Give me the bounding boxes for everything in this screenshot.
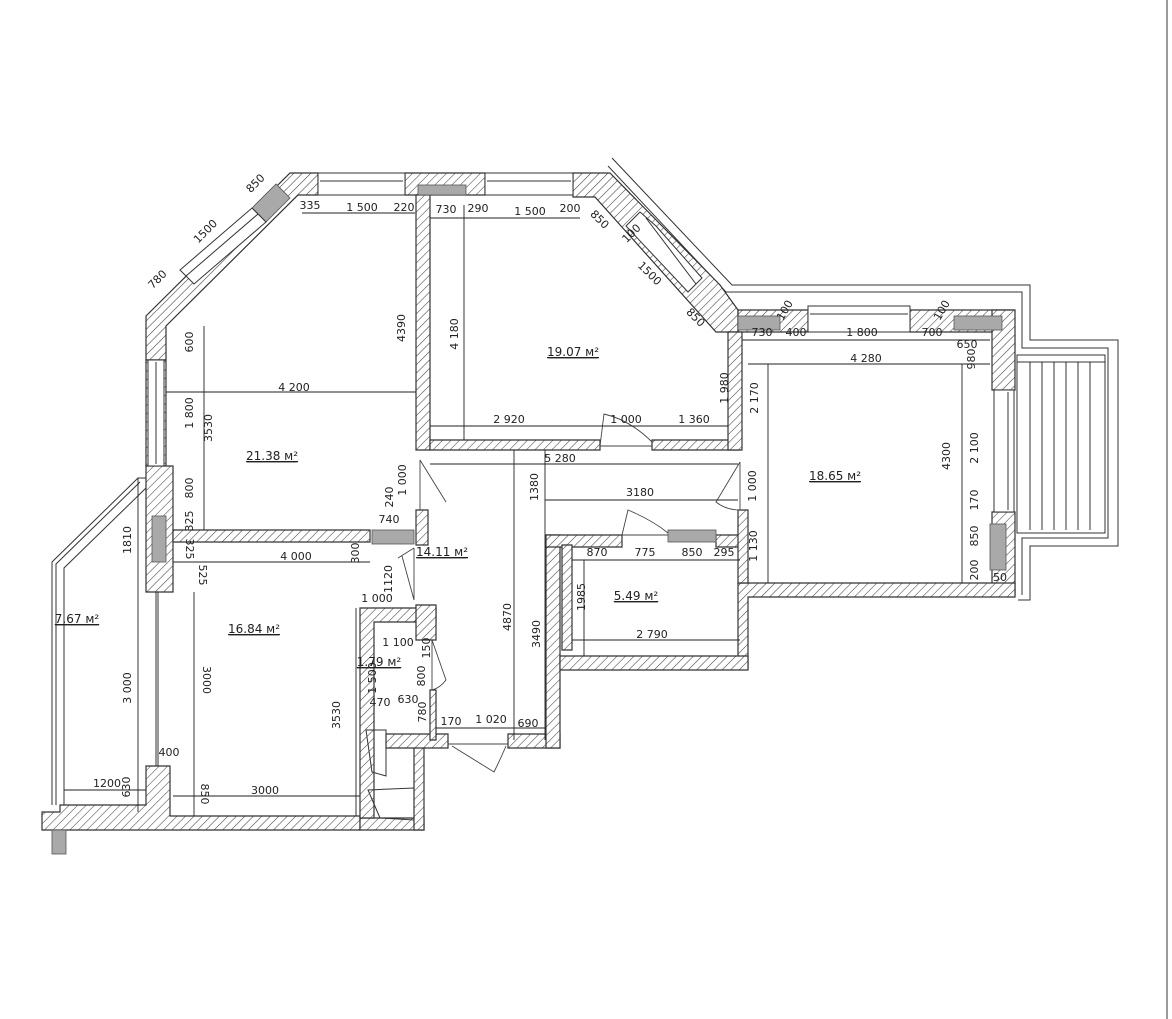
dimension-label: 850 (198, 784, 211, 805)
interior-walls (172, 194, 749, 741)
dimension-label: 1120 (382, 565, 395, 593)
room-area-label: 1.79 м² (357, 655, 402, 669)
dimension-label: 400 (159, 746, 180, 759)
dimension-label: 525 (196, 565, 209, 586)
dimension-label: 295 (714, 546, 735, 559)
room-area-label: 21.38 м² (246, 449, 298, 463)
dimension-label: 400 (786, 326, 807, 339)
dimension-label: 700 (922, 326, 943, 339)
dimension-label: 1 000 (396, 464, 409, 496)
dimension-label: 4 000 (280, 550, 312, 563)
dimension-label: 1985 (575, 583, 588, 611)
dimension-label: 600 (183, 332, 196, 353)
dimension-label: 740 (379, 513, 400, 526)
page-edge-line (1166, 0, 1168, 1019)
dimension-label: 730 (436, 203, 457, 216)
dimension-label: 1 020 (475, 713, 507, 726)
dimension-lines (64, 205, 990, 816)
room-area-labels: 21.38 м² 19.07 м² 18.65 м² 16.84 м² 14.11 м²… (55, 345, 861, 669)
dimension-label: 200 (968, 560, 981, 581)
dimension-label: 630 (398, 693, 419, 706)
dimension-label: 170 (441, 715, 462, 728)
dimension-label: 3 000 (121, 672, 134, 704)
dimension-label: 775 (635, 546, 656, 559)
dimension-label: 4 200 (278, 381, 310, 394)
dimension-label: 4 180 (448, 318, 461, 350)
dimension-label: 2 920 (493, 413, 525, 426)
dimension-label: 780 (416, 702, 429, 723)
dimension-label: 870 (587, 546, 608, 559)
dimension-label: 150 (420, 638, 433, 659)
dimension-label: 800 (183, 478, 196, 499)
outer-terrace-outline (607, 157, 1119, 601)
dimension-label: 1810 (121, 526, 134, 554)
terrace-decking (1016, 354, 1106, 534)
dimension-label: 1 500 (366, 662, 379, 694)
dimension-label: 1200 (93, 777, 121, 790)
dimension-label: 220 (394, 201, 415, 214)
dimension-label: 690 (518, 717, 539, 730)
dimension-label: 325 (183, 539, 196, 560)
windows (147, 172, 1015, 513)
room-area-label: 5.49 м² (614, 589, 659, 603)
balcony-railing (51, 477, 159, 805)
dimension-label: 3180 (626, 486, 654, 499)
dimension-label: 850 (968, 526, 981, 547)
room-area-label: 16.84 м² (228, 622, 280, 636)
dimension-label: 200 (560, 202, 581, 215)
dimension-label: 3000 (200, 666, 213, 694)
doors (397, 413, 741, 773)
dimension-label: 780 (146, 268, 170, 292)
dimension-label: 3000 (251, 784, 279, 797)
dimension-label: 3490 (530, 620, 543, 648)
dimension-label: 1 500 (346, 201, 378, 214)
room-area-label: 14.11 м² (416, 545, 468, 559)
room-area-label: 7.67 м² (55, 612, 100, 626)
dimension-label: 3530 (202, 414, 215, 442)
dimension-label: 630 (120, 777, 133, 798)
dimension-label: 325 (183, 511, 196, 532)
dimension-label: 1 360 (678, 413, 710, 426)
dimension-label: 1 500 (514, 205, 546, 218)
dimension-label: 980 (965, 349, 978, 370)
dimension-label: 1 980 (718, 372, 731, 404)
dimension-label: 1380 (528, 473, 541, 501)
dimension-label: 290 (468, 202, 489, 215)
dimension-label: 650 (957, 338, 978, 351)
dimension-label: 850 (682, 546, 703, 559)
dimension-label: 800 (415, 666, 428, 687)
dimension-label: 5 280 (544, 452, 576, 465)
radiators (51, 183, 1007, 855)
dimension-label: 4390 (395, 314, 408, 342)
dimension-label: 1 000 (610, 413, 642, 426)
dimension-label: 730 (752, 326, 773, 339)
dimension-label: 300 (349, 543, 362, 564)
dimension-label: 1 100 (382, 636, 414, 649)
dimension-label: 50 (993, 571, 1007, 584)
dimension-label: 1 000 (361, 592, 393, 605)
dimension-label: 335 (300, 199, 321, 212)
dimension-label: 1 800 (846, 326, 878, 339)
dimension-label: 1 800 (183, 397, 196, 429)
dimension-label: 170 (968, 490, 981, 511)
dimension-label: 1 130 (747, 530, 760, 562)
room-area-label: 19.07 м² (547, 345, 599, 359)
dimension-label: 240 (383, 487, 396, 508)
dimension-label: 3530 (330, 701, 343, 729)
dimension-label: 1 000 (746, 470, 759, 502)
dimension-label: 4870 (501, 603, 514, 631)
dimension-label: 4300 (940, 442, 953, 470)
dimension-label: 2 790 (636, 628, 668, 641)
dimension-label: 4 280 (850, 352, 882, 365)
dimension-label: 850 (244, 172, 268, 196)
dimension-label: 470 (370, 696, 391, 709)
dimension-label: 2 100 (968, 432, 981, 464)
room-area-label: 18.65 м² (809, 469, 861, 483)
dimension-label: 2 170 (748, 382, 761, 414)
bathroom-fixtures (365, 729, 415, 821)
